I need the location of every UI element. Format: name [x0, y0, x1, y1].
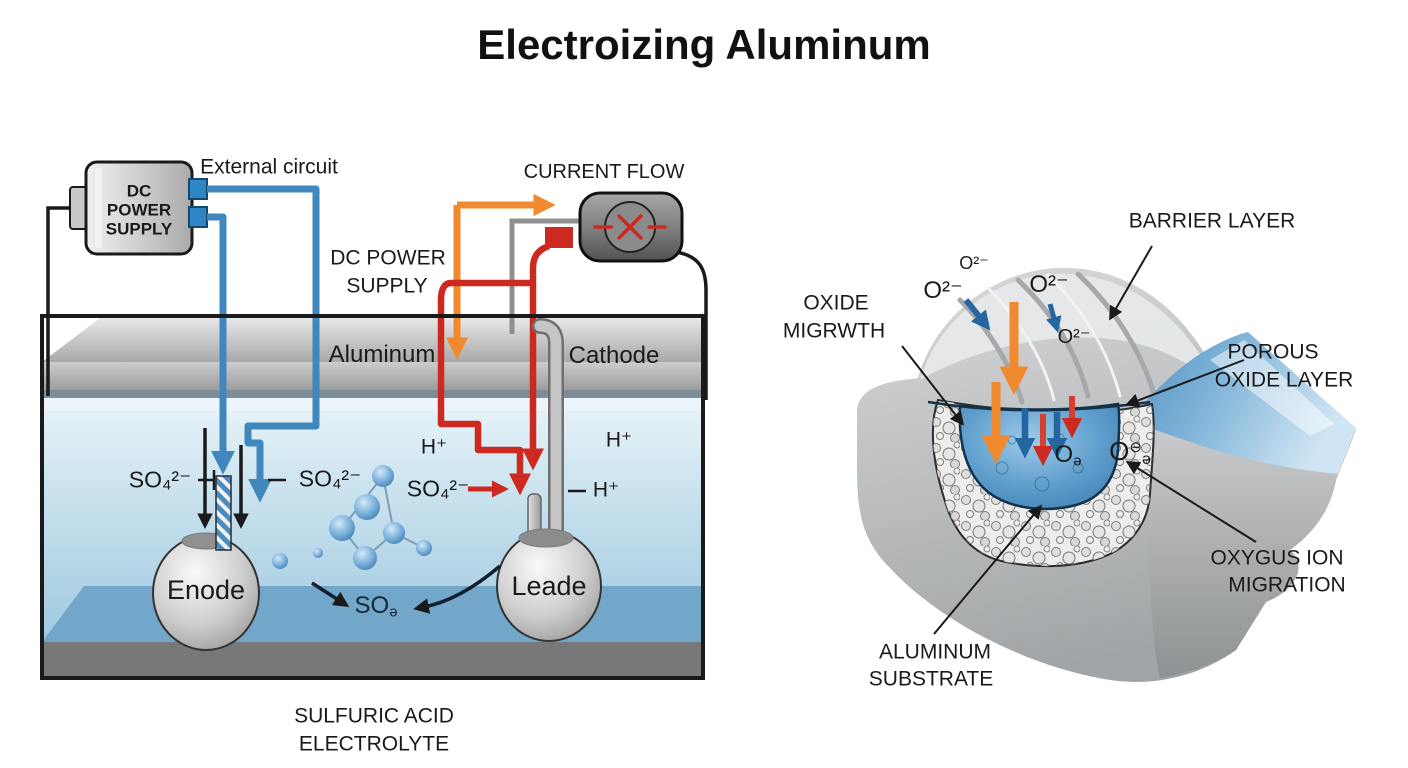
- so4-left-label: SO₄²⁻: [128, 466, 192, 493]
- aluminum-label: Aluminum: [328, 340, 436, 368]
- blue-wires: [207, 185, 320, 503]
- dc-power-supply-label-line2: SUPPLY: [346, 274, 428, 298]
- page-title: Electroizing Aluminum: [477, 20, 931, 68]
- barrier-layer-label: BARRIER LAYER: [1128, 209, 1296, 233]
- current-flow-label: CURRENT FLOW: [523, 161, 685, 183]
- power-supply-box-label-line1: DC: [126, 181, 152, 201]
- oxide-block-graphic: [857, 245, 1356, 682]
- aluminum-substrate-label-line1: ALUMINUM: [878, 640, 992, 664]
- red-terminal: [545, 227, 573, 248]
- pointer-lines: [901, 245, 1257, 635]
- oxide-growth-label-line1: OXIDE: [803, 291, 869, 315]
- o-ion-label-4: O²⁻: [1057, 326, 1091, 348]
- electrolyte-label-line1: SULFURIC ACID: [294, 704, 454, 728]
- o-ion-label-1: O²⁻: [959, 253, 989, 274]
- oxygen-ion-migration-label-line1: OXYGUS ION: [1210, 546, 1344, 570]
- h-plus-label-3: H⁺: [592, 478, 620, 502]
- molecule-cluster: [272, 465, 432, 570]
- so-product-arrows: [311, 564, 502, 614]
- h-plus-label-1: H⁺: [420, 435, 448, 459]
- electrolyte-label-line2: ELECTROLYTE: [298, 732, 450, 756]
- anode-rod: [215, 475, 232, 551]
- tank-border: [40, 314, 705, 680]
- terminal-negative: [188, 206, 208, 228]
- label-ticks: [198, 470, 586, 493]
- pit-ion-label-a: Oə: [1054, 440, 1082, 470]
- h-plus-label-2: H⁺: [605, 428, 633, 452]
- black-wire-right: [675, 250, 708, 400]
- cathode-sphere-label: Leade: [511, 571, 587, 602]
- black-wire-left: [46, 206, 72, 396]
- porous-blue-sheet: [1130, 332, 1356, 474]
- barrier-ridges: [957, 271, 1157, 405]
- pit-ion-label-b: O⊖ə: [1109, 436, 1151, 469]
- block-right-face: [1148, 428, 1338, 678]
- orange-wire: [445, 193, 556, 360]
- ion-arrows: [963, 298, 1083, 467]
- oxide-growth-label-line2: MIGRWTH: [782, 319, 886, 343]
- so4-mid-label: SO₄²⁻: [298, 465, 362, 492]
- so-product-label: SOə: [354, 591, 398, 621]
- porous-oxide-label-line1: POROUS: [1227, 340, 1319, 364]
- waterline: [927, 400, 1151, 412]
- terminal-positive: [188, 178, 208, 200]
- cathode-assembly: [496, 318, 602, 642]
- dc-power-supply-label-line1: DC POWER: [330, 246, 446, 270]
- external-circuit-label: External circuit: [200, 155, 338, 179]
- dc-power-supply-box: [69, 160, 208, 256]
- o-ion-label-3: O²⁻: [1029, 270, 1069, 298]
- anode-assembly: [152, 428, 260, 651]
- ammeter: [578, 191, 684, 263]
- aluminum-substrate-label-line2: SUBSTRATE: [868, 667, 994, 691]
- cathode-label: Cathode: [568, 341, 660, 369]
- anode-sphere-label: Enode: [166, 575, 246, 606]
- meter-x-icon: [593, 214, 667, 240]
- porous-oxide-label-line2: OXIDE LAYER: [1214, 368, 1354, 392]
- power-supply-box-label-line2: POWER: [106, 200, 172, 220]
- so4-right-label: SO₄²⁻: [406, 475, 470, 502]
- gray-wire: [509, 218, 582, 334]
- o-ion-label-2: O²⁻: [923, 276, 963, 304]
- oxygen-ion-migration-label-line2: MIGRATION: [1228, 573, 1346, 597]
- power-supply-box-label-line3: SUPPLY: [105, 219, 173, 239]
